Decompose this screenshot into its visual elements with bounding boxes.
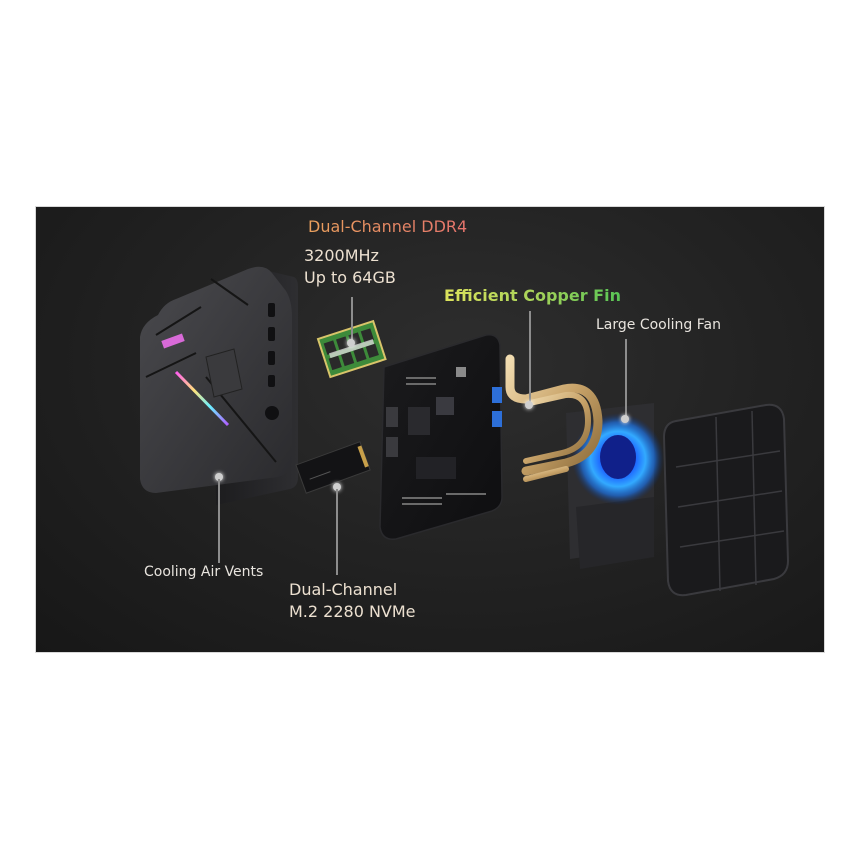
mini-pc-case — [140, 266, 298, 505]
copper-heatpipe — [505, 354, 603, 482]
ddr4-leader-line — [351, 297, 353, 343]
motherboard — [379, 333, 503, 540]
product-image-panel: Dual-Channel DDR4 3200MHz Up to 64GB Eff… — [36, 207, 824, 652]
nvme-ssd — [295, 441, 371, 494]
ddr4-title: Dual-Channel DDR4 — [308, 217, 468, 236]
air-vents-title: Cooling Air Vents — [144, 564, 264, 580]
cooling-fan — [566, 403, 664, 569]
nvme-leader-line — [336, 489, 338, 575]
fan-title: Large Cooling Fan — [596, 317, 721, 333]
ddr4-leader-dot — [347, 339, 355, 347]
copper-fin-title: Efficient Copper Fin — [444, 286, 621, 305]
fan-leader-dot — [621, 415, 629, 423]
exploded-view-illustration — [140, 266, 790, 597]
nvme-line1: Dual-Channel — [289, 580, 398, 599]
nvme-line2: M.2 2280 NVMe — [289, 602, 416, 621]
bottom-cover — [662, 403, 790, 597]
air-vents-leader-line — [218, 479, 220, 563]
air-vents-leader-dot — [215, 473, 223, 481]
ddr4-speed: 3200MHz — [304, 246, 379, 265]
nvme-leader-dot — [333, 483, 341, 491]
fan-leader-line — [625, 339, 627, 419]
copper-fin-leader-dot — [525, 401, 533, 409]
copper-fin-leader-line — [529, 311, 531, 405]
ddr4-capacity: Up to 64GB — [304, 268, 396, 287]
